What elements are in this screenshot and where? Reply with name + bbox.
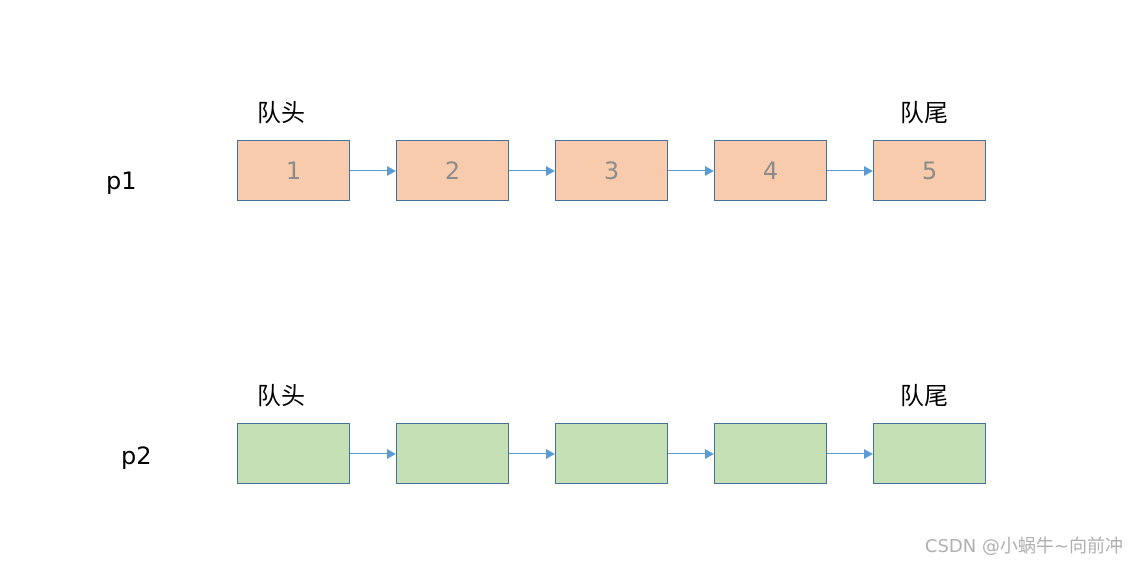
queue-node (714, 423, 827, 484)
queue-node: 1 (237, 140, 350, 201)
link-arrow (668, 449, 714, 459)
link-arrow (509, 449, 555, 459)
queue-head-label: 队头 (257, 382, 305, 410)
queue-tail-label: 队尾 (900, 99, 948, 127)
link-arrow (827, 449, 873, 459)
link-arrow (668, 166, 714, 176)
queue-node (873, 423, 986, 484)
queue-node: 4 (714, 140, 827, 201)
queue-name-label: p2 (121, 442, 152, 470)
queue-node: 3 (555, 140, 668, 201)
queue-node: 5 (873, 140, 986, 201)
queue-tail-label: 队尾 (900, 382, 948, 410)
watermark: CSDN @小蜗牛~向前冲 (924, 536, 1123, 557)
queue-node (237, 423, 350, 484)
queue-node: 2 (396, 140, 509, 201)
link-arrow (350, 166, 396, 176)
queue-name-label: p1 (106, 167, 137, 195)
link-arrow (509, 166, 555, 176)
link-arrow (827, 166, 873, 176)
queue-node (396, 423, 509, 484)
link-arrow (350, 449, 396, 459)
queue-head-label: 队头 (257, 99, 305, 127)
queue-node (555, 423, 668, 484)
